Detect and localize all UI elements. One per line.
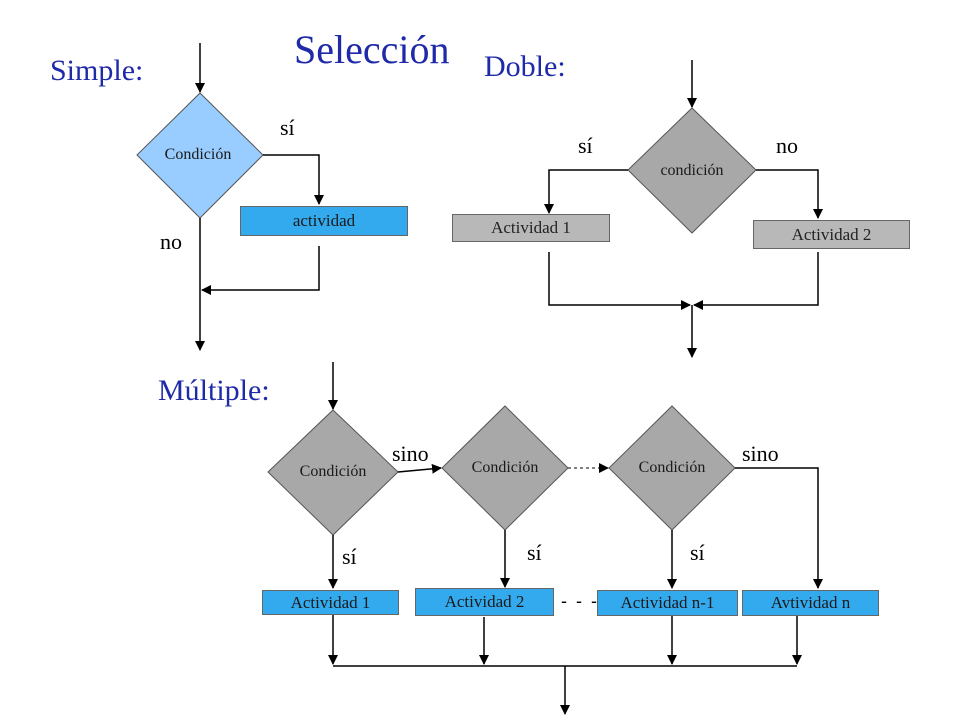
double-left-merge-line (548, 252, 691, 310)
multiple-else-label-2: sino (742, 441, 779, 466)
simple-no-label: no (160, 229, 182, 254)
multiple-ellipsis: - - - (561, 591, 599, 611)
multiple-condition-label-1: Condición (299, 463, 367, 480)
multiple-activity-n-1-box: Actividad n-1 (597, 590, 738, 616)
multiple-activity-2-box: Actividad 2 (415, 588, 554, 616)
double-yes-arrow (544, 169, 628, 214)
multiple-activity-1-box: Actividad 1 (262, 590, 399, 615)
double-right-merge-line (693, 252, 819, 310)
simple-yes-label: sí (280, 115, 295, 140)
multiple-activity-n-box: Avtividad n (742, 590, 879, 616)
simple-heading: Simple: (50, 54, 144, 87)
multiple-condition-label-2: Condición (471, 459, 539, 476)
double-no-arrow (756, 169, 823, 219)
multiple-yes-label-3: sí (690, 540, 705, 565)
double-heading: Doble: (484, 50, 566, 83)
multiple-yes-label-2: sí (527, 540, 542, 565)
multiple-yes-label-1: sí (342, 544, 357, 569)
simple-merge-arrow (201, 246, 320, 295)
multiple-heading: Múltiple: (158, 374, 270, 407)
double-condition-label: condición (660, 162, 724, 179)
multiple-condition-label-3: Condición (638, 459, 706, 476)
double-activity-1-box: Actividad 1 (452, 214, 610, 242)
double-yes-label: sí (578, 133, 593, 158)
double-activity-2-box: Actividad 2 (753, 220, 910, 249)
simple-yes-arrow (263, 154, 324, 205)
simple-activity-box: actividad (240, 206, 408, 236)
page-title: Selección (294, 27, 450, 72)
simple-condition-label: Condición (164, 146, 232, 163)
double-condition-diamond (627, 107, 757, 234)
multiple-else-label-1: sino (392, 441, 429, 466)
multiple-else-arrow-1 (397, 463, 442, 474)
multiple-else-arrow-last (735, 467, 823, 589)
double-no-label: no (776, 133, 798, 158)
